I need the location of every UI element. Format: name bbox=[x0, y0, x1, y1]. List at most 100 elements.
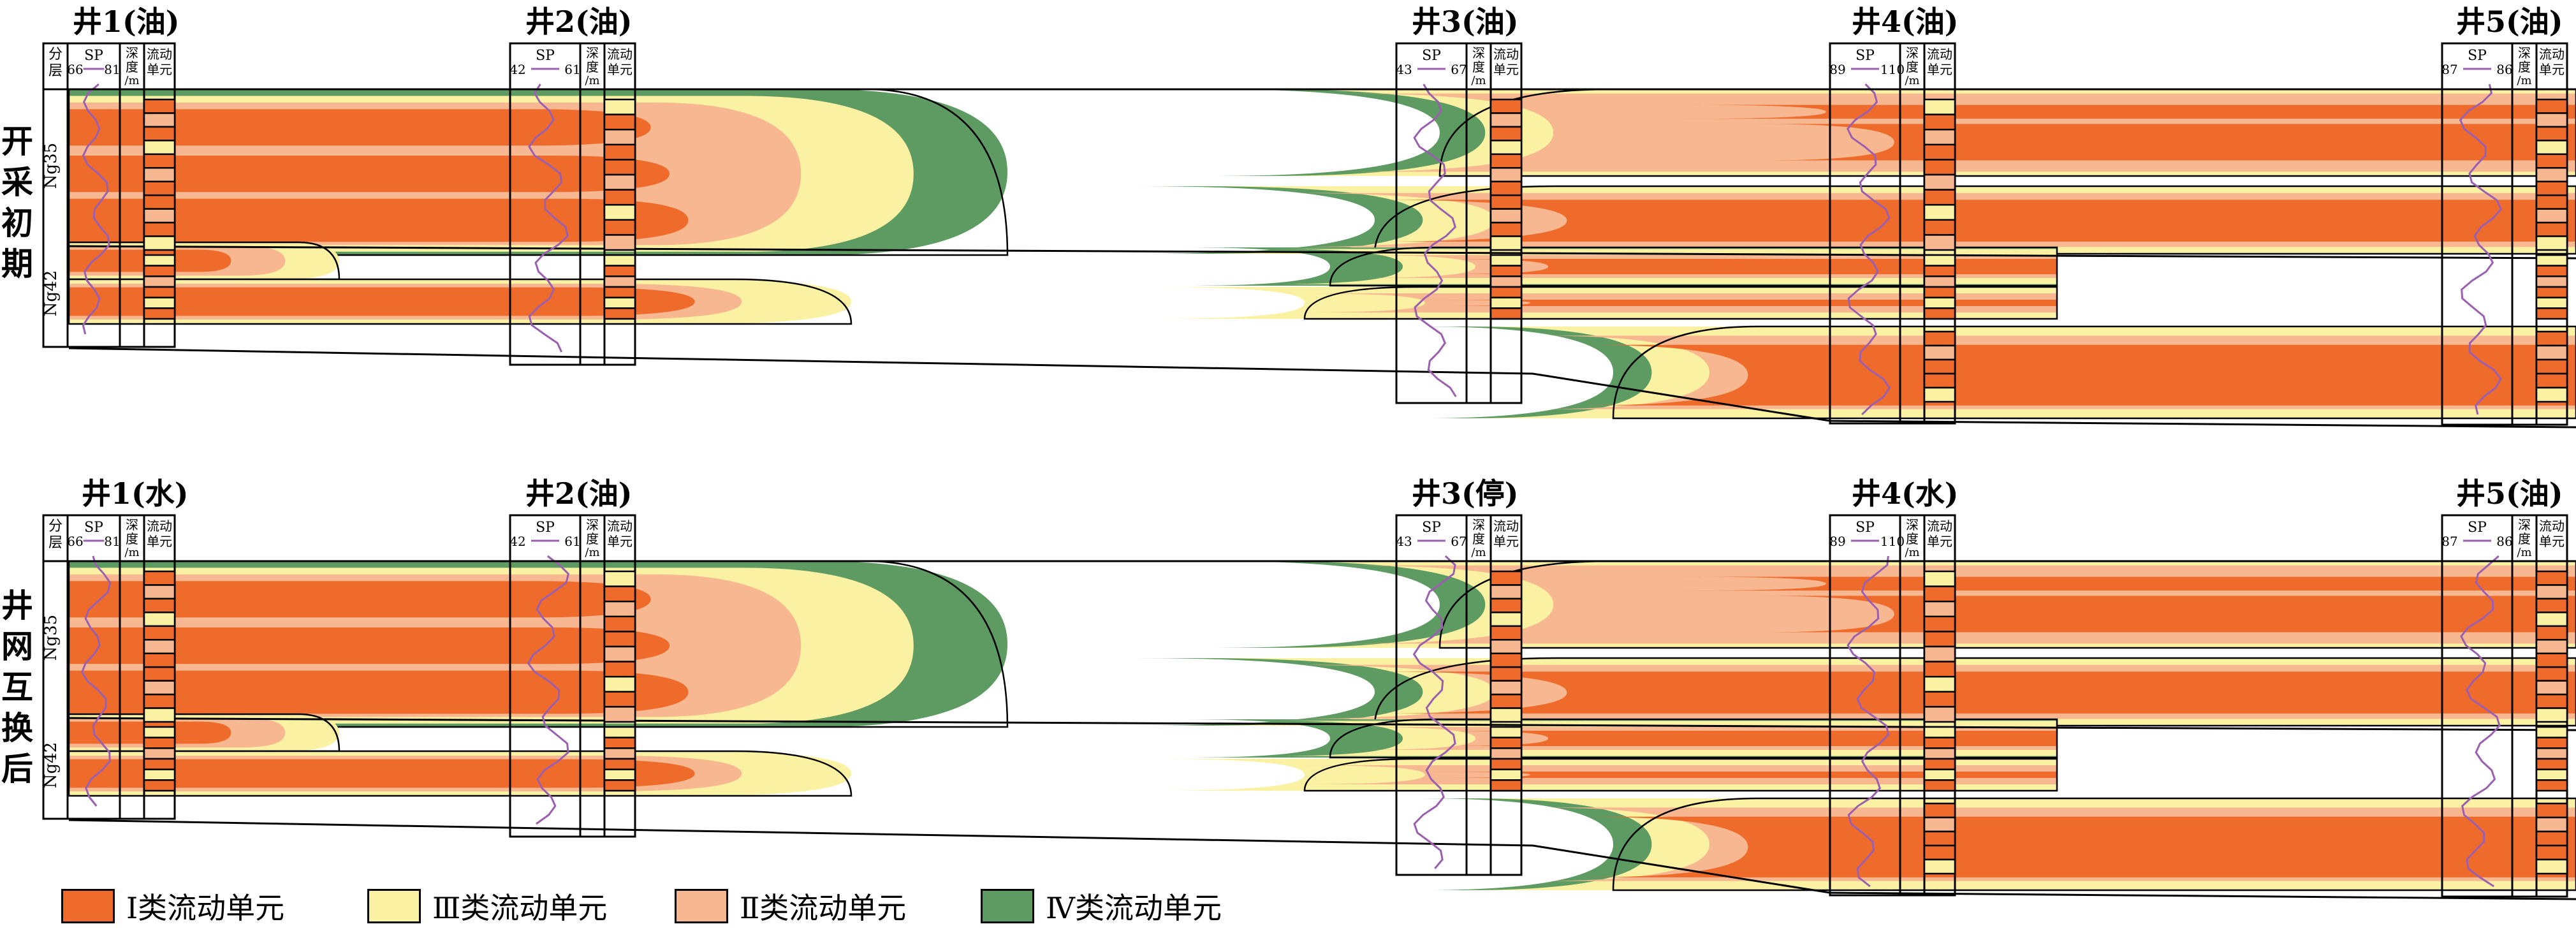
track-header-flow-unit: 流动 bbox=[1493, 518, 1519, 534]
flow-unit-cell bbox=[603, 615, 636, 633]
flow-unit-band bbox=[1424, 300, 2057, 306]
flow-unit-cell bbox=[1923, 254, 1956, 267]
sp-curve bbox=[1846, 83, 1891, 416]
flow-unit-cell bbox=[143, 286, 176, 298]
track-header-flow-unit: 流动 bbox=[1927, 518, 1952, 534]
flow-unit-cell bbox=[1489, 126, 1523, 142]
flow-unit-cell bbox=[603, 286, 636, 298]
flow-unit-cell bbox=[2535, 747, 2568, 760]
flow-unit-cell bbox=[1489, 652, 1523, 668]
track-header-depth: /m bbox=[2517, 546, 2531, 559]
flow-unit-cell bbox=[2535, 816, 2568, 833]
sp-scale-min: 66 bbox=[67, 62, 83, 77]
flow-unit-cell bbox=[143, 584, 176, 600]
flow-unit-cell bbox=[1923, 726, 1956, 738]
flow-unit-cell bbox=[2535, 639, 2568, 654]
flow-unit-cell bbox=[143, 167, 176, 182]
flow-unit-cell bbox=[1923, 128, 1956, 146]
flow-unit-cell bbox=[1489, 737, 1523, 749]
sand-body-outline bbox=[1612, 325, 2576, 420]
flow-unit-cell bbox=[603, 265, 636, 277]
flow-unit-band bbox=[69, 156, 670, 193]
flow-unit-cell bbox=[2535, 180, 2568, 196]
track-header-depth: /m bbox=[585, 74, 599, 87]
sand-body-outline bbox=[68, 750, 853, 797]
track-header-depth: 深 bbox=[586, 517, 599, 532]
sp-curve bbox=[1847, 555, 1890, 888]
flow-unit-band bbox=[1365, 200, 2576, 242]
flow-unit-cell bbox=[603, 159, 636, 176]
flow-unit-cell bbox=[143, 254, 176, 267]
flow-unit-cell bbox=[2535, 194, 2568, 210]
flow-unit-cell bbox=[2535, 344, 2568, 361]
track-header-layer: 层 bbox=[48, 535, 62, 551]
track-header-depth: 深 bbox=[586, 45, 599, 61]
track-header-depth: /m bbox=[2517, 74, 2531, 87]
track-header-depth: 度 bbox=[126, 59, 138, 75]
track-header-sp: SP bbox=[1422, 520, 1441, 536]
flow-unit-cell bbox=[2535, 625, 2568, 641]
flow-unit-cell bbox=[1489, 707, 1523, 723]
flow-unit-cell bbox=[603, 234, 636, 251]
flow-unit-cell bbox=[2535, 652, 2568, 668]
track-header-depth: /m bbox=[585, 546, 599, 559]
flow-unit-cell bbox=[143, 140, 176, 156]
legend-swatch bbox=[367, 889, 421, 923]
sand-body-outline bbox=[1438, 88, 2576, 177]
flow-unit-cell bbox=[2535, 286, 2568, 298]
flow-unit-cell bbox=[1489, 140, 1523, 156]
flow-unit-cell bbox=[1923, 779, 1956, 792]
sand-body-outline bbox=[68, 88, 1009, 256]
flow-unit-cell bbox=[603, 307, 636, 320]
flow-unit-cell bbox=[1489, 639, 1523, 654]
flow-unit-cell bbox=[1923, 358, 1956, 375]
sp-scale-min: 66 bbox=[67, 534, 83, 549]
flow-unit-cell bbox=[1923, 758, 1956, 770]
track-header-depth: 深 bbox=[1472, 45, 1485, 61]
track-header-depth: 深 bbox=[1472, 517, 1485, 532]
flow-unit-cell bbox=[1923, 234, 1956, 251]
flow-unit-cell bbox=[603, 585, 636, 603]
track-header-flow-unit: 流动 bbox=[607, 518, 633, 534]
track-header-depth: /m bbox=[124, 546, 139, 559]
flow-unit-cell bbox=[2535, 779, 2568, 792]
flow-unit-cell bbox=[2535, 98, 2568, 114]
well-title: 井4(油) bbox=[1852, 4, 1959, 39]
flow-unit-cell bbox=[603, 768, 636, 781]
flow-unit-cell bbox=[1489, 584, 1523, 600]
flow-unit-cell bbox=[603, 203, 636, 221]
flow-unit-cell bbox=[603, 758, 636, 770]
track-header-sp: SP bbox=[2468, 48, 2487, 64]
flow-unit-cell bbox=[2535, 570, 2568, 586]
flow-unit-cell bbox=[1489, 758, 1523, 770]
flow-unit-cell bbox=[603, 114, 636, 131]
track-header-flow-unit: 单元 bbox=[2539, 534, 2565, 549]
flow-unit-cell bbox=[603, 219, 636, 236]
flow-unit-cell bbox=[1489, 208, 1523, 224]
track-header-depth: 度 bbox=[1906, 531, 1919, 546]
flow-unit-cell bbox=[603, 600, 636, 618]
flow-unit-cell bbox=[603, 297, 636, 309]
track-header-depth: 度 bbox=[1472, 59, 1485, 75]
flow-unit-cell bbox=[143, 747, 176, 760]
flow-unit-cell bbox=[603, 570, 636, 587]
sp-curve bbox=[1412, 555, 1456, 869]
track-header-sp: SP bbox=[84, 520, 103, 536]
flow-unit-cell bbox=[1923, 570, 1956, 587]
track-header-sp: SP bbox=[536, 520, 555, 536]
layer-label: Ng42 bbox=[41, 742, 61, 788]
flow-unit-cell bbox=[1923, 297, 1956, 309]
sp-scale-max: 86 bbox=[2496, 534, 2512, 549]
legend-item-class4: Ⅳ类流动单元 bbox=[981, 888, 1222, 925]
legend-swatch bbox=[981, 889, 1034, 923]
flow-unit-cell bbox=[1923, 98, 1956, 115]
sand-body-outline bbox=[68, 560, 1009, 728]
track-header-flow-unit: 单元 bbox=[1493, 62, 1519, 77]
sand-body-outline bbox=[1438, 560, 2576, 649]
flow-unit-cell bbox=[2535, 167, 2568, 182]
track-header-sp: SP bbox=[1855, 520, 1875, 536]
flow-unit-cell bbox=[1489, 275, 1523, 288]
track-header-layer: 分 bbox=[48, 47, 62, 62]
stage-label: 开采初期 bbox=[1, 122, 33, 282]
track-header-depth: 深 bbox=[2518, 517, 2531, 532]
